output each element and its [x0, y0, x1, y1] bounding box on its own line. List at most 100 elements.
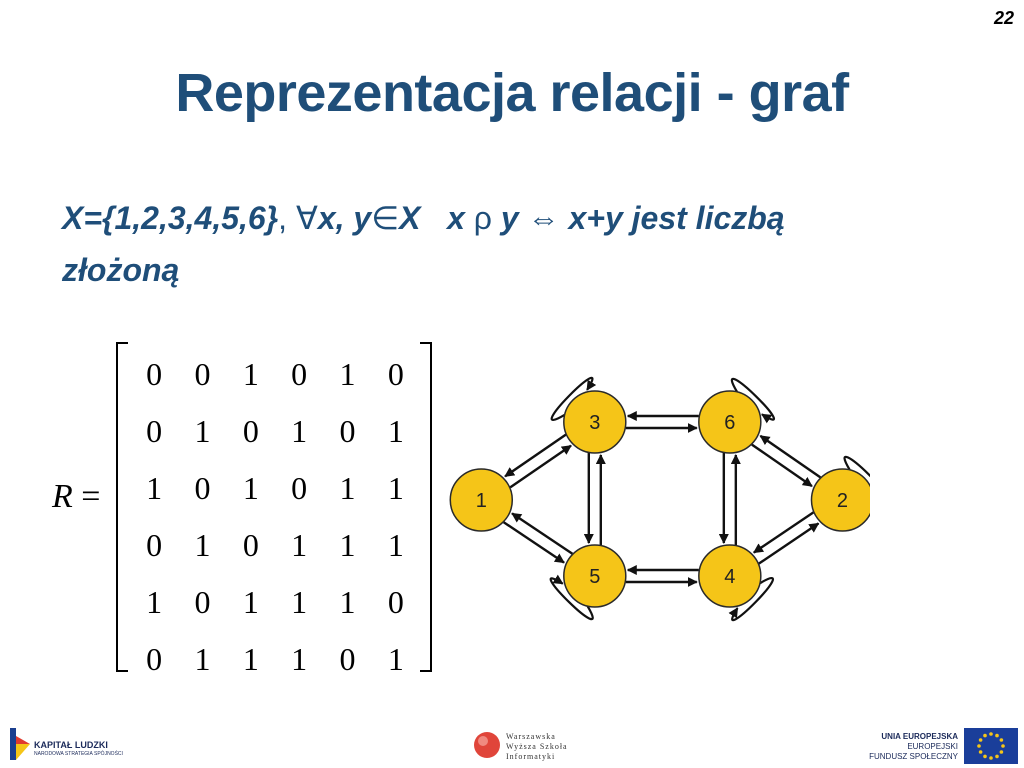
slide-title: Reprezentacja relacji - graf: [175, 63, 849, 123]
eu-star-icon: [995, 733, 999, 738]
right-bracket: [420, 342, 432, 672]
kapital-ludzki-title: KAPITAŁ LUDZKI: [34, 740, 108, 750]
graph-edge-arrow: [752, 511, 815, 554]
graph-node-4: [698, 544, 762, 608]
graph-node-label: 5: [589, 566, 600, 588]
condition-text-line2: złożoną: [62, 252, 180, 288]
wwsi-logo: Warszawska Wyższa Szkoła Informatyki: [472, 728, 612, 764]
graph-node-1: [449, 468, 514, 532]
eu-logo: UNIA EUROPEJSKA EUROPEJSKI FUNDUSZ SPOŁE…: [860, 726, 1022, 766]
graph-edge-arrow: [758, 522, 820, 565]
rho-symbol: ρ: [473, 200, 492, 236]
matrix-cell: 0: [194, 470, 211, 506]
equals-sign: =: [81, 478, 101, 515]
graph-edge-arrow: [511, 512, 574, 555]
kapital-ludzki-mark-icon: [10, 728, 30, 760]
graph-self-loop-5: [549, 574, 594, 621]
variables: x, y: [317, 200, 372, 236]
matrix-cell: 0: [339, 413, 356, 449]
eu-star-icon: [977, 744, 981, 748]
matrix-cell: 1: [194, 527, 211, 563]
relation-graph: 1 2 3 4 5 6: [449, 376, 870, 622]
element-of-symbol: ∈: [371, 200, 400, 236]
wwsi-line-1: Warszawska: [506, 732, 556, 741]
matrix-cell: 1: [242, 641, 259, 677]
matrix-cell: 1: [387, 641, 404, 677]
graph-node-2: [810, 468, 870, 532]
matrix-cell: 1: [291, 413, 308, 449]
set-definition: X={1,2,3,4,5,6}: [62, 200, 279, 236]
matrix-cell: 1: [387, 470, 404, 506]
eu-star-icon: [1001, 744, 1005, 748]
eu-star-icon: [995, 754, 999, 759]
matrix-label: R =: [52, 478, 100, 516]
matrix-cell: 1: [339, 584, 356, 620]
matrix-cell: 0: [291, 470, 308, 506]
eu-star-icon: [989, 732, 993, 736]
eu-star-icon: [978, 750, 983, 754]
matrix-cell: 0: [146, 527, 163, 563]
matrix-cell: 1: [291, 641, 308, 677]
eu-line-1: UNIA EUROPEJSKA: [881, 732, 958, 741]
eu-star-icon: [989, 756, 993, 760]
kapital-ludzki-subtitle: NARODOWA STRATEGIA SPÓJNOŚCI: [34, 751, 123, 757]
graph-node-label: 2: [837, 490, 848, 512]
eu-text: UNIA EUROPEJSKA EUROPEJSKI FUNDUSZ SPOŁE…: [860, 732, 958, 762]
matrix-cell: 1: [339, 527, 356, 563]
matrix-name: R: [52, 478, 73, 515]
eu-flag-icon: [964, 728, 1018, 764]
matrix-cell: 1: [242, 470, 259, 506]
matrix-cell: 0: [146, 641, 163, 677]
matrix-cell: 1: [387, 527, 404, 563]
graph-self-loop-3: [550, 376, 597, 422]
graph-edge-arrow: [751, 443, 813, 488]
matrix-cell: 0: [387, 584, 404, 620]
page-number: 22: [993, 8, 1014, 28]
eu-line-2: EUROPEJSKI: [907, 742, 958, 751]
wwsi-line-2: Wyższa Szkoła: [506, 742, 568, 751]
graph-node-6: [698, 390, 762, 454]
graph-node-label: 1: [476, 490, 487, 512]
iff-symbol: ⇔: [527, 200, 560, 236]
wwsi-mark-icon: [474, 732, 500, 758]
wwsi-name: Warszawska Wyższa Szkoła Informatyki: [506, 732, 568, 762]
wwsi-line-3: Informatyki: [506, 752, 556, 761]
matrix-cell: 1: [146, 470, 163, 506]
graph-self-loop-2: [843, 455, 870, 478]
graph-node-3: [563, 390, 627, 454]
matrix-cell: 0: [146, 413, 163, 449]
relation-y: y: [500, 200, 519, 236]
matrix-cell: 1: [194, 413, 211, 449]
eu-star-icon: [999, 738, 1004, 742]
eu-star-icon: [999, 750, 1004, 754]
matrix-cell: 0: [194, 584, 211, 620]
matrix-cell: 1: [291, 527, 308, 563]
eu-star-icon: [983, 754, 987, 759]
matrix-cell: 0: [387, 356, 404, 392]
relation-definition: X={1,2,3,4,5,6}, ∀x, y∈X x ρ y ⇔ x+y jes…: [62, 192, 992, 296]
set-name: X: [399, 200, 421, 236]
left-bracket: [116, 342, 128, 672]
graph-self-loop-6: [730, 377, 776, 424]
graph-edge-arrow: [504, 433, 567, 478]
graph-node-label: 4: [724, 566, 735, 588]
condition-text: x+y jest liczbą: [568, 200, 785, 236]
eu-star-icon: [978, 738, 983, 742]
graph-node-label: 3: [589, 412, 600, 434]
matrix-cell: 1: [291, 584, 308, 620]
matrix-cell: 1: [194, 641, 211, 677]
graph-edge-arrow: [503, 521, 565, 564]
comma: ,: [278, 200, 288, 236]
matrix-cell: 0: [291, 356, 308, 392]
graph-edge-arrow: [759, 434, 822, 479]
matrix-cell: 1: [387, 413, 404, 449]
eu-star-icon: [983, 733, 987, 738]
matrix-cell: 1: [146, 584, 163, 620]
kapital-ludzki-logo: KAPITAŁ LUDZKI NARODOWA STRATEGIA SPÓJNO…: [6, 726, 166, 764]
matrix-cell: 1: [242, 356, 259, 392]
matrix-cell: 0: [242, 527, 259, 563]
matrix-cell: 1: [339, 470, 356, 506]
graph-node-label: 6: [724, 412, 735, 434]
